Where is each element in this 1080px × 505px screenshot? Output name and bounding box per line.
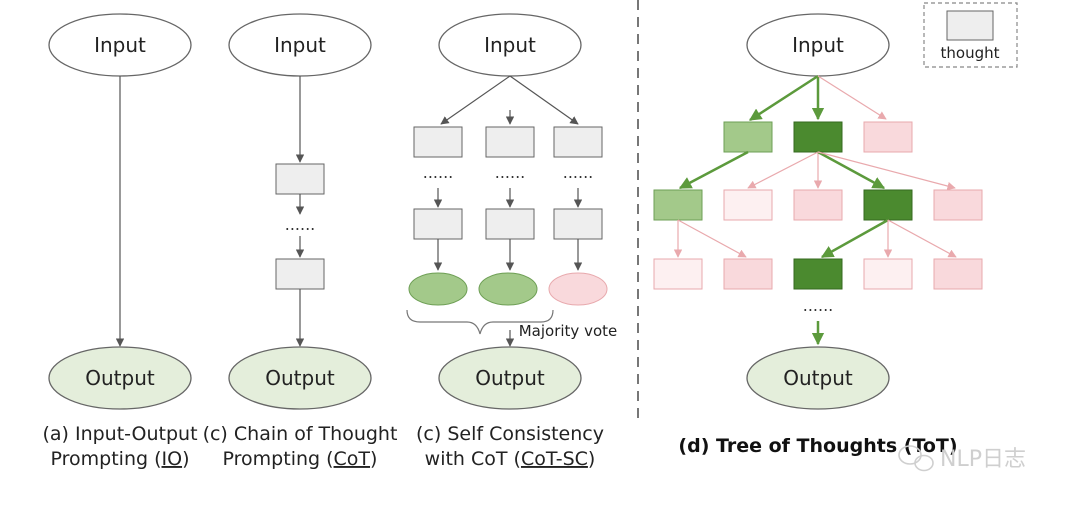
answer-node-green — [408, 272, 468, 306]
thought-box — [413, 126, 463, 158]
edge-pruned — [887, 219, 957, 258]
caption-io-line1: (a) Input-Output — [42, 423, 197, 445]
panel-cot: Input ...... Output (c) Chain of Thought… — [203, 13, 398, 470]
thought-box-light-green — [653, 189, 703, 221]
caption-tot: (d) Tree of Thoughts (ToT) — [678, 435, 957, 457]
dots: ...... — [423, 163, 454, 182]
thought-box — [553, 208, 603, 240]
thought-box-pink — [723, 258, 773, 290]
thought-box-pink — [863, 121, 913, 153]
arrow — [509, 75, 579, 125]
answer-node-green — [478, 272, 538, 306]
output-node — [48, 346, 192, 410]
edge-pruned — [747, 151, 819, 189]
thought-box-pink — [793, 189, 843, 221]
edge-good — [748, 74, 819, 122]
thought-box — [485, 126, 535, 158]
output-label: Output — [85, 366, 155, 390]
dots: ...... — [803, 296, 834, 315]
watermark-text: NLP日志 — [940, 447, 1026, 472]
edge-pruned — [817, 75, 887, 120]
thought-box — [413, 208, 463, 240]
thought-box-pink — [933, 258, 983, 290]
legend-thought-label: thought — [941, 44, 1000, 62]
arrow — [440, 75, 511, 125]
caption-cot-line1: (c) Chain of Thought — [203, 423, 398, 445]
edge-pruned — [677, 219, 747, 258]
output-label: Output — [783, 366, 853, 390]
caption-cot-sc-line2: with CoT (CoT-SC) — [425, 448, 596, 470]
dots: ...... — [495, 163, 526, 182]
thought-box-pink-light — [863, 258, 913, 290]
caption-cot-line2: Prompting (CoT) — [223, 448, 378, 470]
input-label: Input — [484, 33, 536, 57]
dots: ...... — [285, 215, 316, 234]
legend-thought-swatch — [946, 10, 994, 41]
edge-good — [820, 218, 889, 259]
thought-box — [485, 208, 535, 240]
thought-box-dark-green — [863, 189, 913, 221]
watermark: NLP日志 — [898, 445, 1026, 472]
input-label: Input — [94, 33, 146, 57]
thought-box-pink-light — [653, 258, 703, 290]
input-label: Input — [274, 33, 326, 57]
edge-good — [817, 150, 886, 190]
dots: ...... — [563, 163, 594, 182]
thought-box — [275, 163, 325, 195]
thought-box — [553, 126, 603, 158]
thought-box-pink — [933, 189, 983, 221]
panel-tot: thought Input ..... — [653, 2, 1026, 472]
thought-box-dark-green — [793, 121, 843, 153]
output-node — [228, 346, 372, 410]
caption-cot-sc-line1: (c) Self Consistency — [416, 423, 604, 445]
wechat-icon — [898, 445, 934, 472]
answer-node-pink — [548, 272, 608, 306]
output-label: Output — [475, 366, 545, 390]
thought-box-light-green — [723, 121, 773, 153]
panel-cot-sc: Input ...... ...... ...... Majority vote… — [406, 13, 618, 470]
majority-brace — [406, 309, 554, 335]
panel-io: Input Output (a) Input-Output Prompting … — [42, 13, 198, 470]
edge-pruned — [817, 151, 956, 191]
thought-box — [275, 258, 325, 290]
input-label: Input — [792, 33, 844, 57]
caption-io-line2: Prompting (IO) — [51, 448, 190, 470]
thought-box-dark-green — [793, 258, 843, 290]
output-node — [746, 346, 890, 410]
legend-box — [923, 2, 1018, 68]
output-label: Output — [265, 366, 335, 390]
thought-box-pink-light — [723, 189, 773, 221]
edge-good — [678, 150, 749, 190]
majority-vote-label: Majority vote — [519, 322, 618, 340]
output-node — [438, 346, 582, 410]
